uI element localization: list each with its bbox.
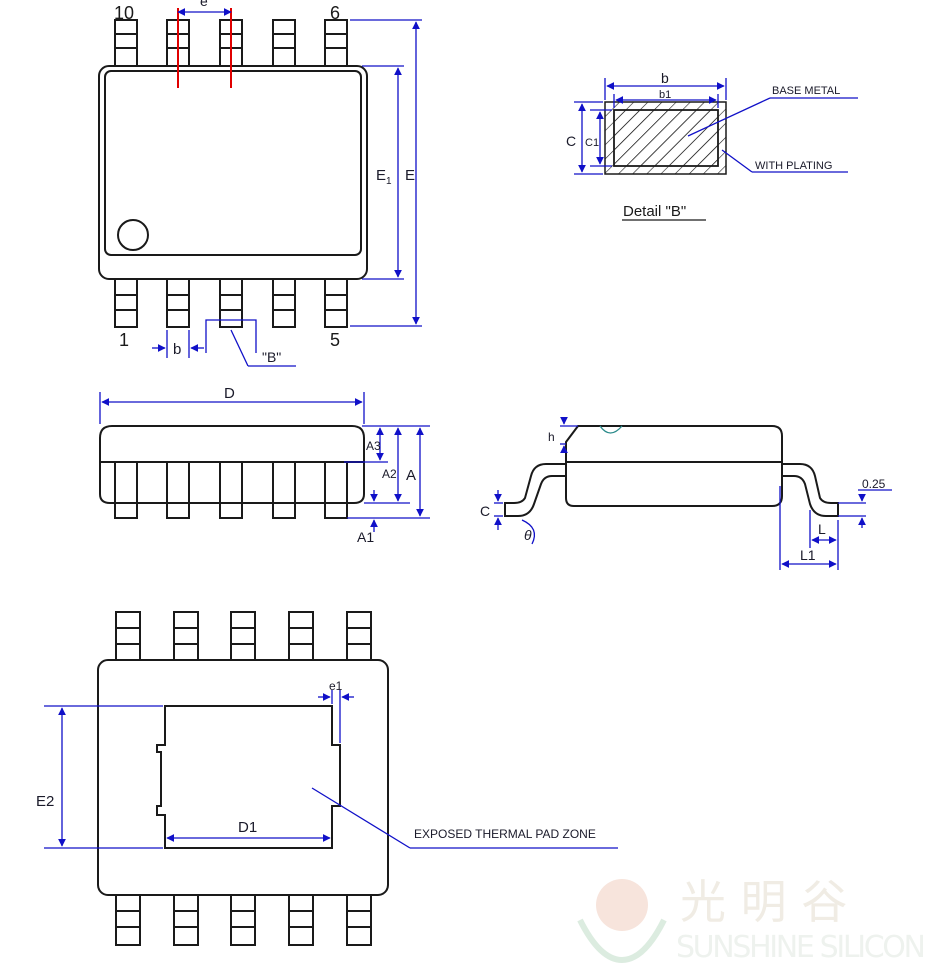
dim-A1-label: A1: [357, 529, 374, 545]
detail-dim-C: C: [566, 133, 576, 149]
detail-b-title: Detail "B": [623, 203, 686, 220]
dim-A-label: A: [406, 467, 416, 484]
dim-D-label: D: [224, 385, 235, 402]
front-view-dimensions: [99, 392, 430, 532]
dim-L1-label: L1: [800, 547, 816, 563]
watermark: 光 明 谷 SUNSHINE SILICON: [577, 875, 926, 965]
dim-E1-label: E: [376, 167, 386, 184]
dim-E1-subscript: 1: [386, 176, 392, 187]
side-view-dimensions: [494, 416, 892, 570]
dim-C-side-label: C: [480, 503, 490, 519]
callout-B-label: "B": [262, 349, 281, 365]
bottom-view-top-leads: [115, 611, 372, 663]
pin-6-label: 6: [330, 3, 340, 23]
base-metal-core: [613, 109, 719, 167]
thermal-pad-label: EXPOSED THERMAL PAD ZONE: [414, 827, 596, 841]
front-view: [99, 425, 365, 519]
pin-1-label: 1: [119, 330, 129, 350]
dim-L-label: L: [818, 521, 826, 537]
pin-5-label: 5: [330, 330, 340, 350]
dim-A3-label: A3: [366, 439, 381, 453]
watermark-cn: 光 明 谷: [680, 875, 847, 929]
dim-025-label: 0.25: [862, 477, 886, 491]
bottom-view-bottom-leads: [115, 894, 372, 946]
top-view-dimensions: [152, 8, 422, 367]
pin-10-label: 10: [114, 3, 134, 23]
detail-dim-b: b: [661, 70, 669, 86]
exposed-pad-outline: [156, 705, 341, 849]
dim-theta-label: θ: [524, 527, 532, 543]
dim-h-label: h: [548, 430, 555, 444]
watermark-en: SUNSHINE SILICON: [676, 930, 926, 965]
dim-e1-label: e1: [329, 679, 343, 693]
top-view-labels: 10 6 1 5 e E 1 E b "B": [114, 0, 415, 365]
side-lead: [504, 463, 566, 517]
side-view: [504, 425, 839, 517]
front-leads: [114, 461, 348, 519]
dim-e-label: e: [200, 0, 208, 9]
pitch-reference-lines: [177, 8, 232, 88]
bottom-view-dimensions: [44, 690, 618, 849]
side-view-labels: h C θ 0.25 L L1: [480, 430, 886, 563]
detail-dim-C1: C1: [585, 137, 599, 149]
bottom-view: [97, 611, 389, 946]
front-view-labels: D A3 A2 A A1: [224, 385, 416, 545]
base-metal-label: BASE METAL: [772, 85, 840, 97]
pin1-marker-icon: [117, 219, 149, 251]
dim-A2-label: A2: [382, 467, 397, 481]
dim-E-label: E: [405, 167, 415, 184]
dim-D1-label: D1: [238, 819, 257, 836]
detail-b: b b1 C C1 BASE METAL WITH PLATING Detail…: [566, 70, 858, 221]
side-body: [565, 425, 783, 507]
watermark-logo-icon: [596, 879, 648, 931]
top-body-inner: [104, 70, 362, 256]
with-plating-label: WITH PLATING: [755, 160, 832, 172]
front-body-upper: [99, 425, 365, 463]
front-body-lower: [99, 461, 365, 504]
dim-b-label: b: [173, 341, 181, 358]
bottom-view-labels: e1 E2 D1 EXPOSED THERMAL PAD ZONE: [36, 679, 596, 841]
detail-dim-b1: b1: [659, 89, 671, 101]
dim-E2-label: E2: [36, 793, 54, 810]
top-view: [98, 19, 368, 328]
bottom-body: [97, 659, 389, 896]
top-body-outer: [98, 65, 368, 280]
